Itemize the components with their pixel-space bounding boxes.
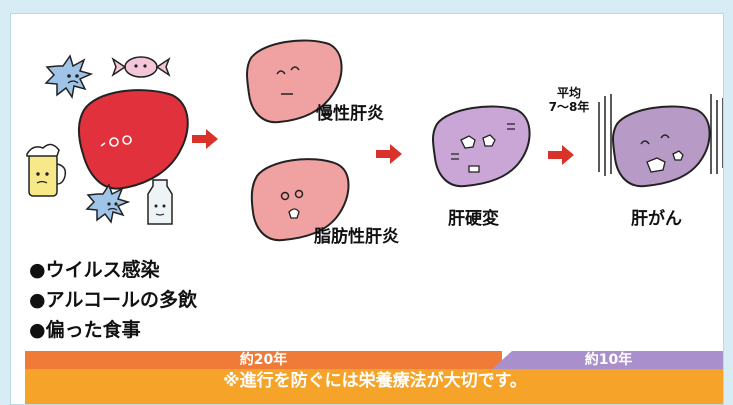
timeline-span-10-years-label: 約10年	[584, 352, 633, 368]
interval-label-line1: 平均	[556, 86, 581, 100]
progress-arrows	[192, 129, 574, 165]
liver-disease-progression-diagram: 慢性肝炎 脂肪性肝炎 肝硬変 肝がん 平均 7〜8年 ●ウイルス感染 ●アルコー…	[10, 13, 724, 405]
healthy-liver-illustration	[78, 89, 189, 190]
cirrhosis-liver	[432, 105, 531, 188]
stage-label-cirrhosis: 肝硬変	[448, 209, 499, 229]
beer-mug-icon	[26, 143, 67, 197]
arrow-3	[548, 145, 574, 165]
liver-cancer-liver	[598, 94, 723, 188]
interval-label-line2: 7〜8年	[548, 100, 590, 114]
nutrition-note-bar: ※進行を防ぐには栄養療法が大切です。	[25, 369, 723, 404]
timeline-span-20-years: 約20年	[25, 351, 502, 369]
timeline-span-10-years: 約10年	[492, 351, 723, 369]
virus-icon-2	[85, 183, 131, 224]
stage-label-liver-cancer: 肝がん	[631, 209, 682, 229]
interval-label: 平均 7〜8年	[541, 86, 597, 114]
arrow-2	[376, 144, 402, 164]
illustrations	[26, 39, 723, 242]
cause-item-diet: ●偏った食事	[29, 319, 141, 341]
arrow-1	[192, 129, 218, 149]
chronic-hepatitis-liver	[246, 39, 343, 124]
stage-label-fatty-hepatitis: 脂肪性肝炎	[314, 227, 399, 247]
stage-label-chronic-hepatitis: 慢性肝炎	[316, 104, 384, 124]
virus-icon	[44, 54, 94, 99]
timeline-bar: 約20年 約10年	[25, 351, 723, 369]
fatty-hepatitis-liver	[250, 158, 350, 242]
timeline-span-20-years-label: 約20年	[239, 352, 288, 368]
cause-item-virus: ●ウイルス感染	[29, 259, 160, 281]
candy-icon	[111, 56, 171, 78]
nutrition-note-text: ※進行を防ぐには栄養療法が大切です。	[223, 371, 527, 391]
milk-bottle-icon	[147, 179, 173, 225]
cause-item-alcohol: ●アルコールの多飲	[29, 289, 198, 311]
